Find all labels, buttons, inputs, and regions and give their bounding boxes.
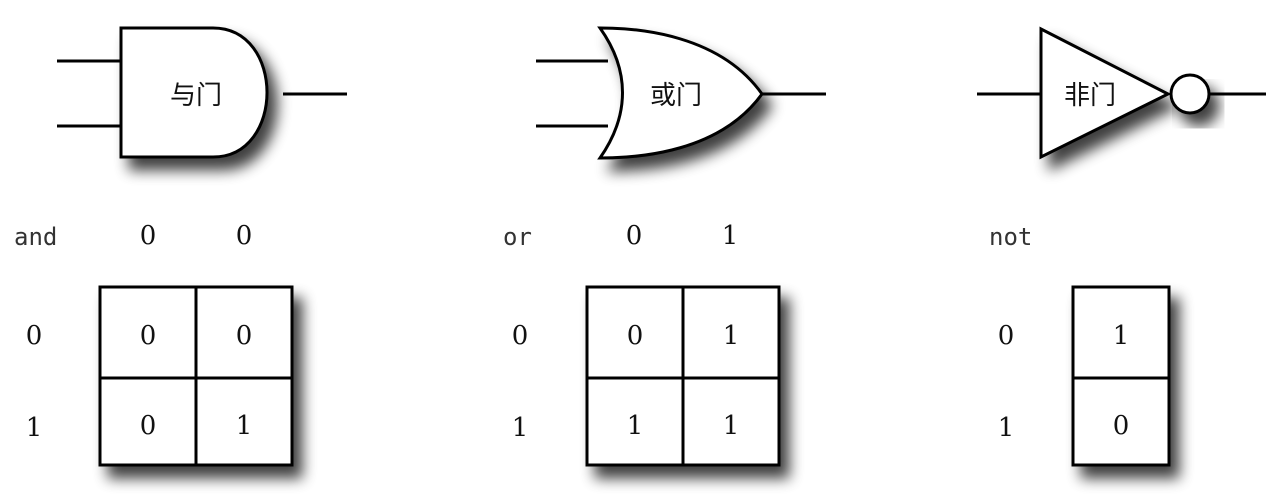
or-row-header: 0 — [512, 321, 529, 351]
or-cell-box — [585, 285, 685, 380]
and-table-grid — [98, 285, 294, 467]
or-col-header: 1 — [722, 221, 739, 251]
and-truth-table: and 0 0 0 1 0 0 0 1 — [14, 221, 294, 467]
or-op-label: or — [503, 223, 532, 251]
and-cell-value: 0 — [140, 411, 157, 441]
not-row-header: 0 — [998, 321, 1015, 351]
or-gate-label: 或门 — [650, 81, 702, 111]
and-op-label: and — [14, 223, 57, 251]
and-cell-value: 0 — [236, 321, 253, 351]
or-cell-box — [681, 376, 781, 467]
or-truth-table: or 0 1 0 1 0 1 1 1 — [503, 221, 781, 467]
not-cell-value: 1 — [1113, 321, 1130, 351]
and-cell-box — [98, 376, 198, 467]
not-gate-label: 非门 — [1064, 81, 1116, 111]
and-row-header: 0 — [26, 321, 43, 351]
or-cell-value: 0 — [627, 321, 644, 351]
and-gate-label: 与门 — [170, 81, 222, 111]
not-gate-body — [1039, 26, 1172, 160]
not-cell-box — [1071, 285, 1171, 380]
or-cell-value: 1 — [723, 321, 740, 351]
and-col-header: 0 — [236, 221, 253, 251]
not-table-grid — [1071, 285, 1171, 467]
not-row-header: 1 — [998, 413, 1015, 443]
and-row-header: 1 — [26, 413, 43, 443]
not-truth-table: not 0 1 1 0 — [989, 223, 1171, 467]
or-col-header: 0 — [626, 221, 643, 251]
not-cell-value: 0 — [1113, 411, 1130, 441]
not-gate-bubble — [1169, 73, 1211, 115]
or-table-grid — [585, 285, 781, 467]
and-cell-box — [194, 285, 294, 380]
or-cell-value: 1 — [627, 411, 644, 441]
not-op-label: not — [989, 223, 1032, 251]
not-gate: 非门 — [977, 26, 1266, 160]
or-row-header: 1 — [512, 413, 529, 443]
and-gate: 与门 — [57, 26, 347, 159]
or-gate: 或门 — [536, 26, 826, 160]
or-cell-box — [681, 285, 781, 380]
and-cell-box — [194, 376, 294, 467]
and-cell-box — [98, 285, 198, 380]
not-cell-box — [1071, 376, 1171, 467]
and-col-header: 0 — [140, 221, 157, 251]
or-cell-value: 1 — [723, 411, 740, 441]
or-gate-body — [597, 26, 764, 160]
and-cell-value: 1 — [236, 411, 253, 441]
and-cell-value: 0 — [140, 321, 157, 351]
and-gate-body — [119, 26, 269, 159]
